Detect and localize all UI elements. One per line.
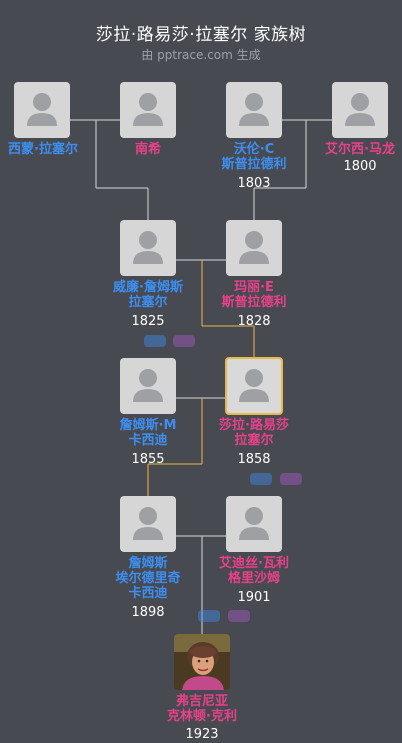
person-card-waren[interactable] bbox=[226, 82, 282, 138]
person-silhouette-icon bbox=[133, 507, 163, 540]
person-year-elsie: 1800 bbox=[343, 159, 377, 174]
female-sibling-marker[interactable] bbox=[280, 473, 302, 485]
female-sibling-marker[interactable] bbox=[173, 335, 195, 347]
person-year-james-m: 1855 bbox=[131, 452, 165, 467]
person-card-simon[interactable] bbox=[14, 82, 70, 138]
person-silhouette-icon bbox=[345, 93, 375, 126]
person-silhouette-icon bbox=[239, 369, 269, 402]
person-silhouette-icon bbox=[133, 93, 163, 126]
person-year-william: 1825 bbox=[131, 314, 165, 329]
person-silhouette-icon bbox=[239, 507, 269, 540]
person-name-edith: 艾迪丝·瓦利 格里沙姆 bbox=[219, 556, 289, 586]
person-card-elsie[interactable] bbox=[332, 82, 388, 138]
male-sibling-marker[interactable] bbox=[144, 335, 166, 347]
person-card-william[interactable] bbox=[120, 220, 176, 276]
person-name-william: 威廉·詹姆斯 拉塞尔 bbox=[113, 280, 183, 310]
male-sibling-marker[interactable] bbox=[250, 473, 272, 485]
person-silhouette-icon bbox=[133, 369, 163, 402]
person-card-edith[interactable] bbox=[226, 496, 282, 552]
person-name-nanxi: 南希 bbox=[134, 142, 161, 157]
person-name-waren: 沃伦·C 斯普拉德利 bbox=[221, 142, 287, 172]
person-name-simon: 西蒙·拉塞尔 bbox=[8, 142, 78, 157]
person-silhouette-icon bbox=[239, 93, 269, 126]
person-name-mary: 玛丽·E 斯普拉德利 bbox=[221, 280, 287, 310]
page-title: 莎拉·路易莎·拉塞尔 家族树 bbox=[95, 25, 307, 45]
person-name-virginia: 弗吉尼亚 克林顿·克利 bbox=[167, 694, 237, 724]
person-name-james-m: 詹姆斯·M 卡西迪 bbox=[119, 418, 177, 448]
person-card-james-m[interactable] bbox=[120, 358, 176, 414]
page-subtitle: 由 pptrace.com 生成 bbox=[141, 48, 261, 62]
person-name-elsie: 艾尔西·马龙 bbox=[325, 142, 395, 157]
person-year-edith: 1901 bbox=[237, 590, 271, 605]
person-year-virginia: 1923 bbox=[185, 727, 219, 742]
person-silhouette-icon bbox=[239, 231, 269, 264]
male-sibling-marker[interactable] bbox=[198, 610, 220, 622]
portrait-photo-icon bbox=[174, 634, 230, 690]
person-year-james-e: 1898 bbox=[131, 605, 165, 620]
person-card-nanxi[interactable] bbox=[120, 82, 176, 138]
person-year-waren: 1803 bbox=[237, 176, 271, 191]
person-silhouette-icon bbox=[27, 93, 57, 126]
person-name-sarah: 莎拉·路易莎 拉塞尔 bbox=[219, 418, 289, 448]
person-year-mary: 1828 bbox=[237, 314, 271, 329]
person-name-james-e: 詹姆斯 埃尔德里奇 卡西迪 bbox=[115, 556, 181, 601]
person-card-mary[interactable] bbox=[226, 220, 282, 276]
person-photo-virginia[interactable] bbox=[174, 634, 230, 690]
person-card-james-e[interactable] bbox=[120, 496, 176, 552]
person-silhouette-icon bbox=[133, 231, 163, 264]
person-card-sarah-focus[interactable] bbox=[225, 357, 283, 415]
person-year-sarah: 1858 bbox=[237, 452, 271, 467]
female-sibling-marker[interactable] bbox=[228, 610, 250, 622]
